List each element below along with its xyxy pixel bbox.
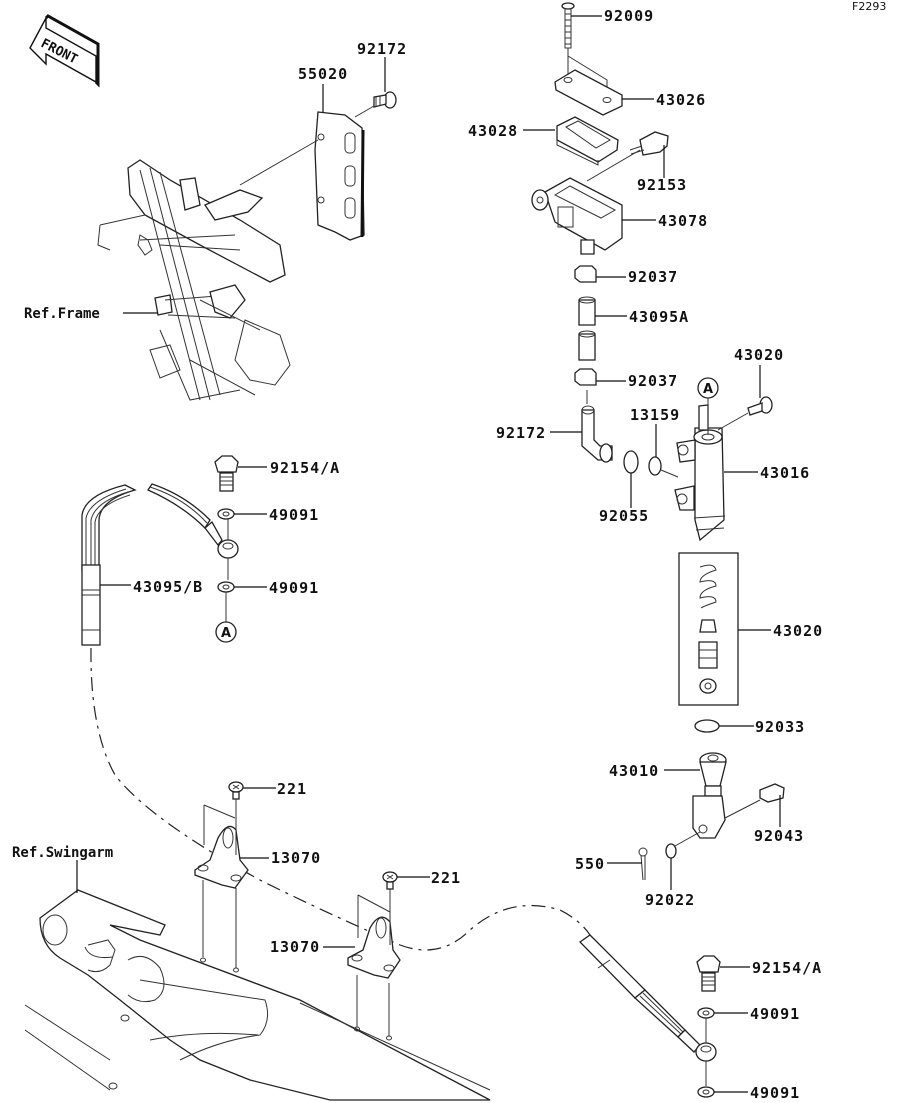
oring-92055-drawing (648, 456, 662, 476)
ref-frame-label: Ref.Frame (24, 306, 100, 322)
frame-reference-drawing (97, 159, 291, 401)
hose-guide-13070-a-drawing (194, 804, 249, 973)
guard-mount-line (239, 139, 319, 186)
reservoir-43078-drawing (531, 177, 623, 255)
part-label-92037-a: 92037 (628, 268, 678, 286)
part-label-43095B: 43095/B (133, 578, 203, 596)
part-label-43016: 43016 (760, 464, 810, 482)
cap-43026-drawing (554, 69, 623, 116)
elbow-13159-drawing (581, 405, 613, 463)
part-label-92055: 13159 (630, 406, 680, 424)
part-label-92033A: 92055 (599, 507, 649, 525)
washer-49091-c-drawing (697, 1007, 715, 1019)
pin-mount-line (724, 799, 761, 819)
part-label-43095A: 43095A (629, 308, 689, 326)
bolt-92172-mid-drawing (747, 396, 773, 416)
washer-49091-d-drawing (697, 1086, 715, 1098)
part-label-43020: 43020 (773, 622, 823, 640)
part-label-92037-b: 92037 (628, 372, 678, 390)
part-label-92033: 92033 (755, 718, 805, 736)
screw-92009-drawing (561, 2, 575, 49)
oring-mount-line (660, 469, 679, 478)
connection-marker-a-bottom (215, 621, 237, 643)
part-label-550: 550 (575, 855, 605, 873)
part-label-92154A-top: 92154/A (270, 459, 340, 477)
circlip-92033-drawing (694, 719, 720, 733)
diaphragm-43028-drawing (556, 116, 619, 166)
pin-92043-drawing (759, 783, 785, 803)
part-label-92172-mid: 43020 (734, 346, 784, 364)
washer-49091-b-drawing (217, 581, 235, 593)
washer-mount-line (674, 831, 701, 847)
part-label-92172-top: 92172 (357, 40, 407, 58)
bolt-92153-mount-line (586, 149, 641, 182)
banjo-bolt-92154A-top-drawing (214, 455, 239, 492)
part-label-49091-b: 49091 (269, 579, 319, 597)
piston-kit-43020-drawing (678, 552, 739, 706)
brake-hose-lower-end-drawing (578, 934, 717, 1062)
cotter-pin-550-drawing (638, 847, 648, 881)
part-label-43010: 43010 (609, 762, 659, 780)
part-label-49091-a: 49091 (269, 506, 319, 524)
hose-43095A-drawing (578, 296, 596, 361)
screw-221-b-drawing (382, 871, 398, 890)
figure-code: F2293 (852, 0, 886, 13)
pushrod-43010-drawing (692, 752, 727, 839)
guard-55020-drawing (314, 111, 365, 241)
part-label-92153: 92153 (637, 176, 687, 194)
part-label-92009: 92009 (604, 7, 654, 25)
part-label-55020: 55020 (298, 65, 348, 83)
part-label-49091-d: 49091 (750, 1084, 800, 1102)
part-label-92043: 92043 (754, 827, 804, 845)
brake-hose-43095B-drawing (81, 483, 239, 646)
clamp-92037-a-drawing (574, 265, 597, 283)
part-label-49091-c: 49091 (750, 1005, 800, 1023)
bolt-92153-drawing (629, 131, 669, 156)
banjo-bolt-92154A-bottom-drawing (696, 955, 721, 992)
hose-routing-line (90, 647, 591, 951)
part-label-92022: 92022 (645, 891, 695, 909)
connection-marker-a-bottom-label: A (221, 626, 231, 641)
connection-marker-a-top-label: A (703, 382, 713, 397)
front-arrow-icon: FRONT (29, 14, 100, 88)
screw-221-a-drawing (228, 781, 244, 800)
swingarm-reference-drawing (24, 889, 491, 1101)
part-label-43028: 43028 (468, 122, 518, 140)
bolt-92172-mid-mount-line (717, 412, 749, 431)
hose-guide-13070-b-drawing (347, 894, 401, 1041)
part-label-43078: 43078 (658, 212, 708, 230)
clamp-92037-b-drawing (574, 368, 597, 386)
bolt-92172-drawing (373, 91, 397, 109)
ref-swingarm-label: Ref.Swingarm (12, 845, 113, 861)
bolt-mount-line (354, 105, 375, 118)
part-label-13159: 92172 (496, 424, 546, 442)
circlip-92033A-drawing (623, 450, 639, 474)
washer-92022-drawing (665, 843, 677, 859)
washer-49091-a-drawing (217, 508, 235, 520)
part-label-92154A-bottom: 92154/A (752, 959, 822, 977)
part-label-221-b: 221 (431, 869, 461, 887)
part-label-221-a: 221 (277, 780, 307, 798)
part-label-13070-a: 13070 (271, 849, 321, 867)
part-label-13070-b: 13070 (270, 938, 320, 956)
part-label-43026: 43026 (656, 91, 706, 109)
master-cylinder-43016-drawing (674, 404, 726, 542)
